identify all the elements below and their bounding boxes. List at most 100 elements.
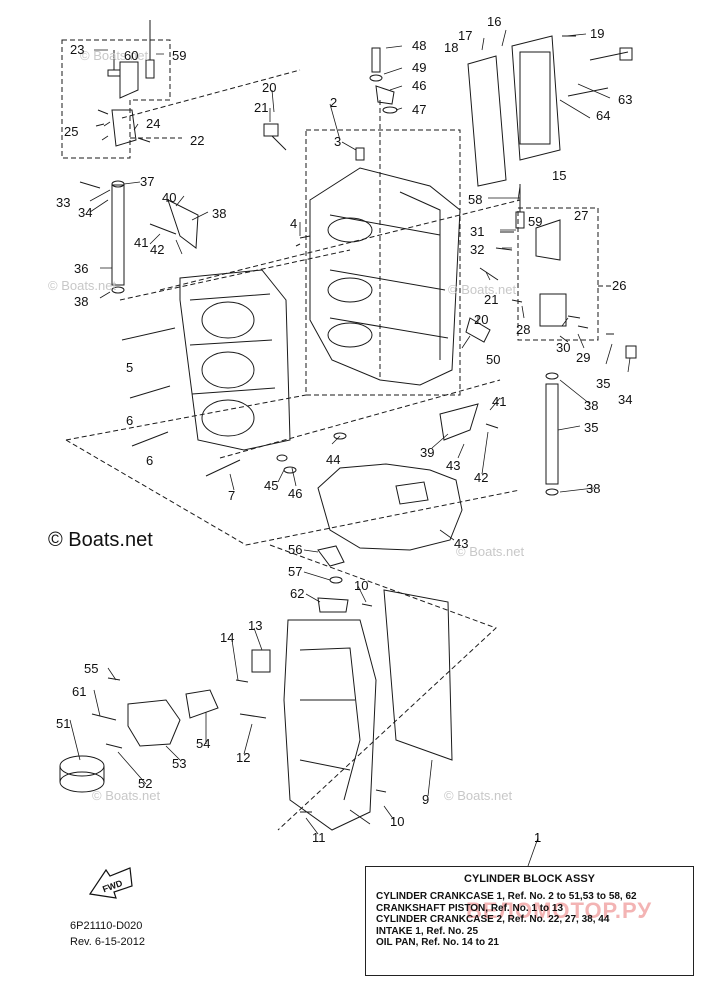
callout-16: 16 <box>487 14 501 29</box>
callout-25: 25 <box>64 124 78 139</box>
callout-38: 38 <box>586 481 600 496</box>
callout-22: 22 <box>190 133 204 148</box>
oil-pan-assembly <box>59 545 453 831</box>
document-code: 6P21110-D020 <box>70 920 143 932</box>
callout-57: 57 <box>288 564 302 579</box>
callout-20: 20 <box>474 312 488 327</box>
callout-41: 41 <box>134 235 148 250</box>
callout-59: 59 <box>172 48 186 63</box>
callout-18: 18 <box>444 40 458 55</box>
callout-labels: 2345667910101112131415161718192020212122… <box>56 14 632 845</box>
callout-34: 34 <box>78 205 92 220</box>
callout-38: 38 <box>584 398 598 413</box>
callout-46: 46 <box>412 78 426 93</box>
legend-ref-number: 1 <box>534 830 542 845</box>
callout-46: 46 <box>288 486 302 501</box>
callout-51: 51 <box>56 716 70 731</box>
callout-64: 64 <box>596 108 610 123</box>
revision-date: Rev. 6-15-2012 <box>70 936 146 948</box>
sensor-bracket-assembly <box>79 20 199 294</box>
callout-42: 42 <box>474 470 488 485</box>
callout-31: 31 <box>470 224 484 239</box>
callout-34: 34 <box>618 392 632 407</box>
forward-arrow-icon: FWD <box>88 866 134 907</box>
callout-26: 26 <box>612 278 626 293</box>
callout-24: 24 <box>146 116 160 131</box>
callout-9: 9 <box>422 792 429 807</box>
callout-39: 39 <box>420 445 434 460</box>
legend-row: CRANKSHAFT PISTON, Ref. No. 1 to 13 <box>376 902 564 914</box>
callout-50: 50 <box>486 352 500 367</box>
leader-lines <box>69 29 631 867</box>
callout-55: 55 <box>84 661 98 676</box>
callout-53: 53 <box>172 756 186 771</box>
callout-21: 21 <box>254 100 268 115</box>
callout-43: 43 <box>454 536 468 551</box>
watermark-small: © Boats.net <box>92 788 161 803</box>
document-footer: 6P21110-D020 Rev. 6-15-2012 <box>70 918 145 950</box>
callout-45: 45 <box>264 478 278 493</box>
callout-15: 15 <box>552 168 566 183</box>
dashed-group-frames <box>61 39 612 831</box>
site-watermark-stamp: ВЕЛОМОТОР.РУ <box>466 898 653 923</box>
callout-20: 20 <box>262 80 276 95</box>
callout-36: 36 <box>74 261 88 276</box>
callout-35: 35 <box>596 376 610 391</box>
watermark-small: © Boats.net <box>448 282 517 297</box>
callout-13: 13 <box>248 618 262 633</box>
callout-54: 54 <box>196 736 210 751</box>
callout-43: 43 <box>446 458 460 473</box>
callout-63: 63 <box>618 92 632 107</box>
cylinder-gasket <box>276 432 463 551</box>
callout-6: 6 <box>146 453 153 468</box>
callout-40: 40 <box>162 190 176 205</box>
watermark-small: © Boats.net <box>48 278 117 293</box>
callout-59: 59 <box>528 214 542 229</box>
callout-10: 10 <box>390 814 404 829</box>
callout-32: 32 <box>470 242 484 257</box>
callout-28: 28 <box>516 322 530 337</box>
watermark-small: © Boats.net <box>80 48 149 63</box>
watermark-small: © Boats.net <box>456 544 525 559</box>
callout-48: 48 <box>412 38 426 53</box>
legend-title: CYLINDER BLOCK ASSY <box>464 873 595 885</box>
callout-30: 30 <box>556 340 570 355</box>
callout-60: 60 <box>124 48 138 63</box>
callout-52: 52 <box>138 776 152 791</box>
callout-3: 3 <box>334 134 341 149</box>
callout-2: 2 <box>330 95 337 110</box>
callout-62: 62 <box>290 586 304 601</box>
watermark-main: © Boats.net <box>48 529 153 551</box>
callout-33: 33 <box>56 195 70 210</box>
cylinder-block <box>295 167 461 386</box>
callout-7: 7 <box>228 488 235 503</box>
callout-10: 10 <box>354 578 368 593</box>
callout-42: 42 <box>150 242 164 257</box>
callout-23: 23 <box>70 42 84 57</box>
assembly-legend: CYLINDER BLOCK ASSY CYLINDER CRANKCASE 1… <box>365 866 694 976</box>
callout-35: 35 <box>584 420 598 435</box>
callout-5: 5 <box>126 360 133 375</box>
callout-11: 11 <box>312 830 326 845</box>
thermostat-area <box>439 184 637 496</box>
callout-38: 38 <box>74 294 88 309</box>
callout-14: 14 <box>220 630 234 645</box>
callout-17: 17 <box>458 28 472 43</box>
callout-6: 6 <box>126 413 133 428</box>
callout-47: 47 <box>412 102 426 117</box>
callout-56: 56 <box>288 542 302 557</box>
callout-27: 27 <box>574 208 588 223</box>
callout-37: 37 <box>140 174 154 189</box>
callout-41: 41 <box>492 394 506 409</box>
legend-row: CYLINDER CRANKCASE 1, Ref. No. 2 to 51,5… <box>376 891 637 902</box>
callout-38: 38 <box>212 206 226 221</box>
legend-row: OIL PAN, Ref. No. 14 to 21 <box>376 937 499 948</box>
callout-49: 49 <box>412 60 426 75</box>
callout-4: 4 <box>290 216 297 231</box>
legend-row: INTAKE 1, Ref. No. 25 <box>376 925 479 937</box>
callout-19: 19 <box>590 26 604 41</box>
watermark-small: © Boats.net <box>444 788 513 803</box>
callout-29: 29 <box>576 350 590 365</box>
callout-21: 21 <box>484 292 498 307</box>
